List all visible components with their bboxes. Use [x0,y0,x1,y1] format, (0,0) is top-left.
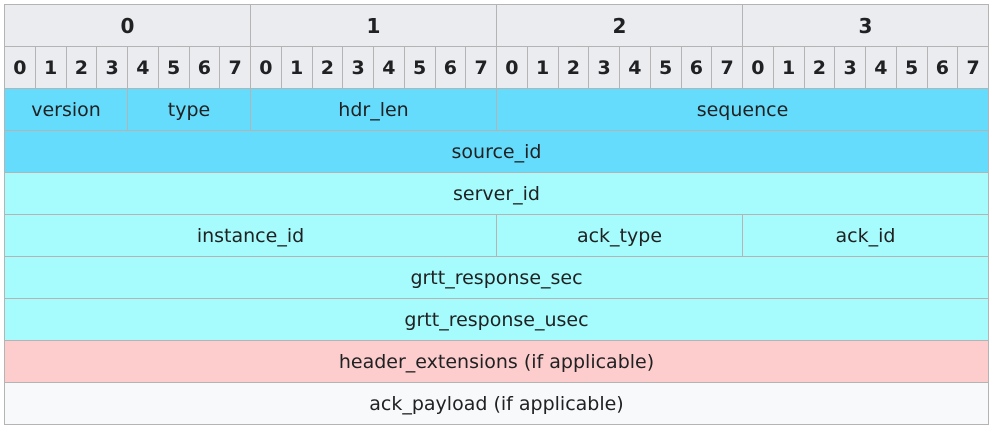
field-cell: source_id [4,130,989,173]
bit-label: 7 [711,46,743,89]
field-row: ack_payload (if applicable) [4,382,989,425]
bit-label: 2 [557,46,590,89]
field-cell: grtt_response_sec [4,256,989,299]
bit-label: 4 [619,46,651,89]
bit-label: 5 [649,46,682,89]
field-cell: ack_type [496,214,743,257]
octet-label: 2 [496,4,743,47]
bit-label: 3 [96,46,128,89]
field-cell: sequence [496,88,989,131]
bit-label: 7 [465,46,497,89]
bit-label: 6 [680,46,713,89]
bit-label: 1 [772,46,805,89]
octet-label: 3 [742,4,989,47]
field-cell: server_id [4,172,989,215]
bit-label: 6 [188,46,221,89]
bit-label: 3 [834,46,866,89]
bit-label: 6 [434,46,467,89]
field-row: server_id [4,172,989,215]
field-cell: hdr_len [250,88,497,131]
field-cell: grtt_response_usec [4,298,989,341]
bit-label: 5 [157,46,190,89]
bit-label: 3 [342,46,374,89]
field-row: header_extensions (if applicable) [4,340,989,383]
bit-label: 7 [957,46,989,89]
bit-label: 7 [219,46,251,89]
bit-label: 1 [526,46,559,89]
bit-label: 2 [803,46,836,89]
bit-label: 4 [865,46,897,89]
field-cell: header_extensions (if applicable) [4,340,989,383]
bit-label: 0 [742,46,774,89]
bit-label: 0 [496,46,528,89]
field-cell: ack_id [742,214,989,257]
field-cell: version [4,88,128,131]
bit-label: 1 [280,46,313,89]
bit-label: 3 [588,46,620,89]
bit-label: 4 [373,46,405,89]
field-cell: type [127,88,251,131]
bit-label: 0 [250,46,282,89]
field-row: grtt_response_usec [4,298,989,341]
bit-label: 5 [895,46,928,89]
field-row: source_id [4,130,989,173]
octet-header-row: 0 1 2 3 [4,4,989,47]
octet-label: 1 [250,4,497,47]
octet-label: 0 [4,4,251,47]
field-cell: instance_id [4,214,497,257]
field-cell: ack_payload (if applicable) [4,382,989,425]
bit-label: 0 [4,46,36,89]
bit-label: 6 [926,46,959,89]
bit-label: 1 [34,46,67,89]
bit-label: 5 [403,46,436,89]
bit-label: 4 [127,46,159,89]
field-row: grtt_response_sec [4,256,989,299]
bit-label: 2 [311,46,344,89]
bit-label: 2 [65,46,98,89]
